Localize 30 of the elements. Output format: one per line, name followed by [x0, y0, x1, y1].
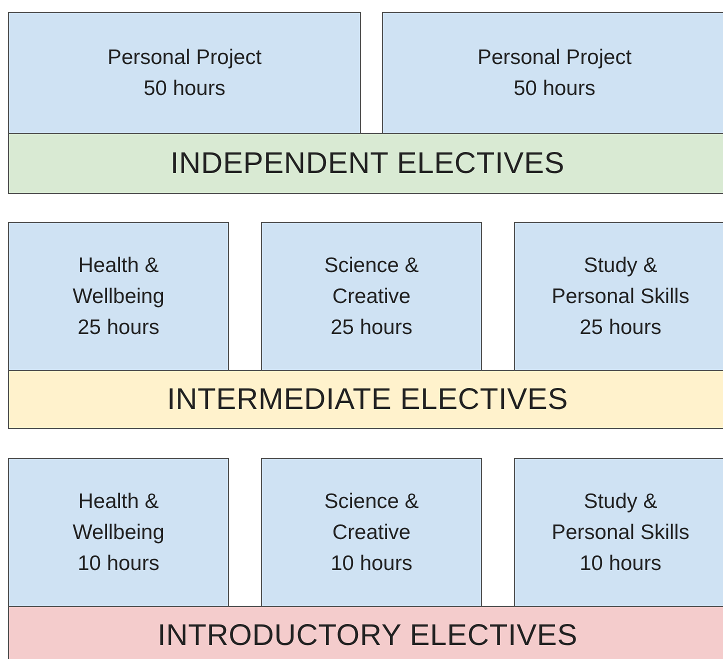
elective-box [8, 222, 229, 371]
hours-label: 25 hours [330, 315, 414, 341]
level-band [8, 606, 723, 659]
elective-name: Study & Personal Skills [550, 489, 690, 546]
elective-name: Science & Creative [323, 253, 420, 310]
hours-label: 10 hours [76, 551, 160, 577]
level-band [8, 133, 723, 194]
elective-box [514, 222, 723, 371]
band-title: INDEPENDENT ELECTIVES [170, 146, 565, 180]
elective-name: Personal Project [106, 45, 263, 71]
elective-box [514, 458, 723, 607]
hours-label: 10 hours [330, 551, 414, 577]
elective-name: Personal Project [476, 45, 633, 71]
band-title: INTRODUCTORY ELECTIVES [157, 619, 578, 653]
elective-box [261, 222, 482, 371]
hours-label: 25 hours [578, 315, 662, 341]
elective-name: Study & Personal Skills [550, 253, 690, 310]
hours-label: 50 hours [512, 76, 596, 102]
hours-label: 10 hours [578, 551, 662, 577]
elective-box [261, 458, 482, 607]
band-title: INTERMEDIATE ELECTIVES [166, 382, 568, 416]
hours-label: 50 hours [142, 76, 226, 102]
hours-label: 25 hours [76, 315, 160, 341]
elective-name: Health & Wellbeing [72, 489, 166, 546]
elective-name: Science & Creative [323, 489, 420, 546]
elective-box [8, 12, 361, 134]
elective-box [382, 12, 723, 134]
elective-name: Health & Wellbeing [72, 253, 166, 310]
level-band [8, 370, 723, 429]
elective-box [8, 458, 229, 607]
